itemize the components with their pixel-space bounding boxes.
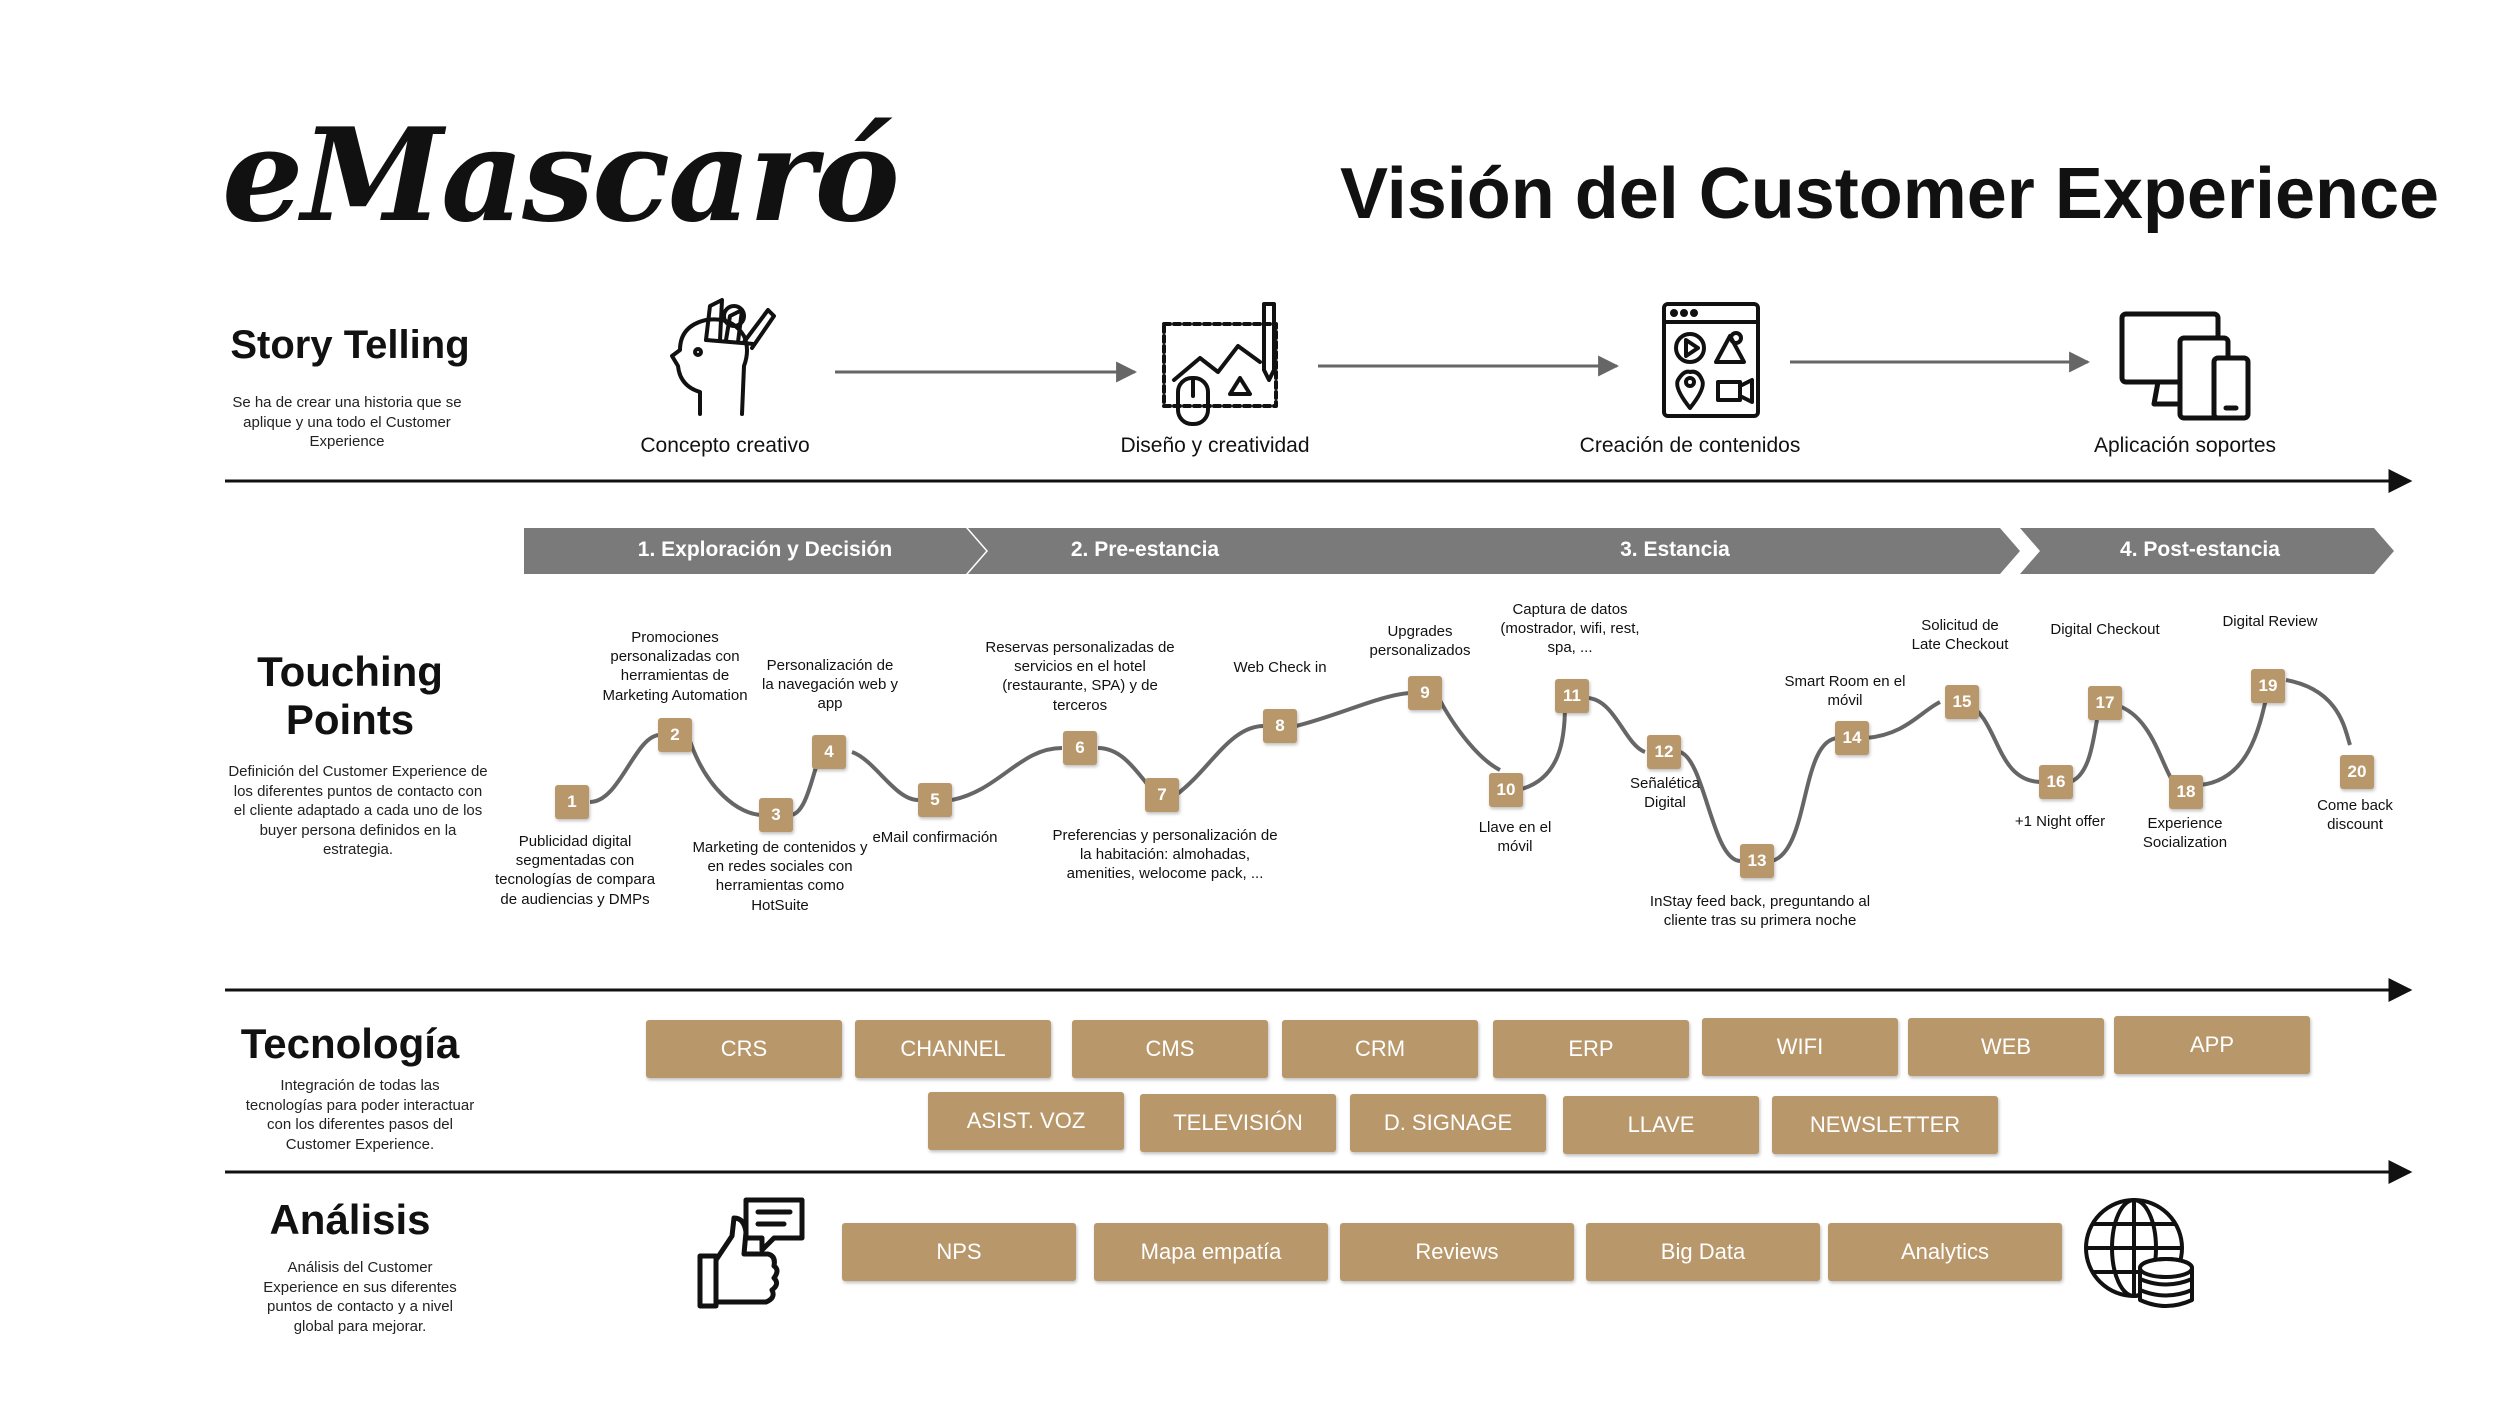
phase-label-2: 2. Pre-estancia [1070, 538, 1220, 561]
stage-label-diseno: Diseño y creatividad [1120, 434, 1310, 457]
phase-chevron-2 [968, 528, 1436, 574]
touch-point-marker: 1 [555, 785, 589, 819]
touch-point-marker: 16 [2039, 765, 2073, 799]
touch-point-label: Reservas personalizadas de servicios en … [985, 639, 1175, 714]
phase-label-3: 3. Estancia [1620, 538, 1730, 561]
touch-point-marker: 9 [1408, 676, 1442, 710]
emascaro-logo: eMascaró [222, 101, 900, 251]
analysis-tag-nps: NPS [842, 1223, 1076, 1281]
phase-bar [524, 528, 2394, 574]
touch-point-label: Upgrades personalizados [1369, 623, 1471, 660]
touch-point-marker: 19 [2251, 669, 2285, 703]
tecnologia-title: Tecnología [240, 1020, 460, 1067]
devices-icon [2119, 311, 2251, 421]
tech-tag-web: WEB [1908, 1018, 2104, 1076]
touch-point-marker: 20 [2340, 755, 2374, 789]
touch-point-marker: 6 [1063, 731, 1097, 765]
touch-point-marker: 12 [1647, 735, 1681, 769]
touch-point-label: Experience Socialization [2142, 815, 2228, 852]
phase-label-1: 1. Exploración y Decisión [637, 538, 893, 561]
touch-point-marker: 7 [1145, 778, 1179, 812]
stage-label-creacion: Creación de contenidos [1579, 434, 1801, 457]
tech-tag-crm: CRM [1282, 1020, 1478, 1078]
touch-point-marker: 13 [1740, 844, 1774, 878]
touch-point-label: Promociones personalizadas con herramien… [602, 629, 748, 704]
touch-point-label: Preferencias y personalización de la hab… [1052, 827, 1278, 883]
feedback-thumb-icon [697, 1197, 805, 1309]
analisis-title: Análisis [269, 1196, 431, 1243]
stage-label-aplicacion: Aplicación soportes [2093, 434, 2277, 457]
touch-point-marker: 14 [1835, 721, 1869, 755]
touch-point-label: Smart Room en el móvil [1784, 673, 1906, 710]
touch-point-label: Publicidad digital segmentadas con tecno… [494, 833, 656, 908]
touch-point-marker: 11 [1555, 679, 1589, 713]
tech-tag-cms: CMS [1072, 1020, 1268, 1078]
tech-tag-d-signage: D. SIGNAGE [1350, 1094, 1546, 1152]
phase-label-4: 4. Post-estancia [2120, 538, 2280, 561]
creative-head-icon [670, 298, 776, 416]
analysis-tag-reviews: Reviews [1340, 1223, 1574, 1281]
design-tablet-icon [1162, 302, 1278, 426]
tech-tag-wifi: WIFI [1702, 1018, 1898, 1076]
analysis-tag-analytics: Analytics [1828, 1223, 2062, 1281]
touch-point-marker: 17 [2088, 686, 2122, 720]
touch-point-label: +1 Night offer [2014, 813, 2106, 830]
touch-point-label: Solicitud de Late Checkout [1911, 617, 2009, 654]
story-telling-title: Story Telling [230, 323, 470, 367]
tech-tag-llave: LLAVE [1563, 1096, 1759, 1154]
tech-tag-crs: CRS [646, 1020, 842, 1078]
touch-point-marker: 2 [658, 718, 692, 752]
tech-tag-asist-voz: ASIST. VOZ [928, 1092, 1124, 1150]
globe-database-icon [2084, 1198, 2194, 1308]
content-media-icon [1662, 302, 1760, 418]
touch-point-label: Personalización de la navegación web y a… [762, 657, 898, 713]
story-telling-desc: Se ha de crear una historia que se apliq… [232, 394, 462, 450]
touch-point-marker: 15 [1945, 685, 1979, 719]
touch-point-marker: 3 [759, 798, 793, 832]
analysis-tag-big-data: Big Data [1586, 1223, 1820, 1281]
tech-tag-newsletter: NEWSLETTER [1772, 1096, 1998, 1154]
tech-tag-television: TELEVISIÓN [1140, 1094, 1336, 1152]
phase-chevron-3 [1342, 528, 2020, 574]
touch-point-marker: 18 [2169, 775, 2203, 809]
touch-point-marker: 10 [1489, 773, 1523, 807]
touching-points-title: Touching Points [257, 648, 443, 744]
phase-chevron-4 [2020, 528, 2394, 574]
analisis-desc: Análisis del Customer Experience en sus … [263, 1259, 457, 1335]
touch-point-label: Digital Checkout [2050, 621, 2160, 638]
touch-point-label: Marketing de contenidos y en redes socia… [692, 839, 868, 914]
touch-point-label: Captura de datos (mostrador, wifi, rest,… [1500, 601, 1640, 657]
tech-tag-erp: ERP [1493, 1020, 1689, 1078]
phase-chevron-1 [524, 528, 986, 574]
touch-point-label: Come back discount [2317, 797, 2393, 834]
tech-tag-channel: CHANNEL [855, 1020, 1051, 1078]
touch-point-label: InStay feed back, preguntando al cliente… [1649, 893, 1871, 930]
touch-point-marker: 4 [812, 735, 846, 769]
touch-point-marker: 5 [918, 783, 952, 817]
analysis-tag-mapa-empatia: Mapa empatía [1094, 1223, 1328, 1281]
tech-tag-app: APP [2114, 1016, 2310, 1074]
touching-points-desc: Definición del Customer Experience de lo… [228, 763, 488, 858]
touch-point-marker: 8 [1263, 709, 1297, 743]
touch-point-label: eMail confirmación [872, 829, 998, 846]
touch-point-label: Web Check in [1233, 659, 1327, 676]
touch-point-label: Digital Review [2222, 613, 2318, 630]
page-title: Visión del Customer Experience [1340, 154, 2440, 234]
touch-point-label: Llave en el móvil [1478, 819, 1552, 856]
tecnologia-desc: Integración de todas las tecnologías par… [245, 1077, 475, 1153]
touch-point-label: Señalética Digital [1629, 775, 1701, 812]
stage-label-concepto: Concepto creativo [640, 434, 810, 457]
